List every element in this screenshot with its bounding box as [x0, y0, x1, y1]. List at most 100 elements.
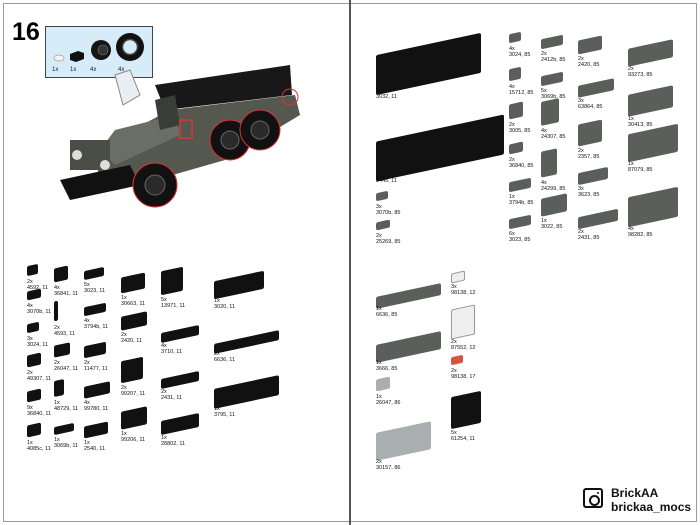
part-number: 3070b, 85	[376, 210, 401, 216]
part-quantity: 1x	[54, 437, 60, 443]
part-image-icon	[541, 98, 559, 126]
part-quantity: 4x	[509, 46, 515, 52]
part-quantity: 1x	[376, 360, 382, 366]
part-number: 15712, 85	[509, 90, 534, 96]
part-quantity: 2x	[84, 360, 90, 366]
part-quantity: 5x	[541, 88, 547, 94]
part-number: 3022, 85	[541, 224, 563, 230]
part-image-icon	[451, 390, 481, 430]
part-number: 63864, 85	[578, 104, 603, 110]
part-number: 3623, 85	[578, 192, 600, 198]
part-quantity: 2x	[541, 51, 547, 57]
part-quantity: 2x	[509, 157, 515, 163]
part-number: 49307, 11	[27, 376, 52, 382]
part-number: 3024, 11	[27, 342, 49, 348]
part-quantity: 2x	[578, 229, 584, 235]
part-number: 3794b, 85	[509, 200, 534, 206]
part-quantity: 5x	[451, 430, 457, 436]
part-number: 3023, 85	[509, 237, 531, 243]
part-number: 98282, 85	[628, 232, 653, 238]
part-quantity: 3x	[578, 98, 584, 104]
part-image-icon	[121, 356, 143, 384]
part-number: 98138, 17	[451, 374, 476, 380]
part-image-icon	[509, 66, 521, 82]
part-quantity: 4x	[84, 400, 90, 406]
part-quantity: 2x	[27, 370, 33, 376]
part-image-icon	[161, 266, 183, 296]
part-number: 3069b, 11	[54, 443, 79, 449]
part-quantity: 1x	[27, 440, 33, 446]
part-quantity: 2x	[161, 389, 167, 395]
part-number: 98138, 12	[451, 290, 476, 296]
part-image-icon	[451, 304, 475, 340]
tire-icon	[116, 33, 144, 61]
callout-qty: 1x	[52, 67, 59, 73]
vehicle-model-illustration	[60, 65, 300, 208]
part-quantity: 1x	[541, 218, 547, 224]
part-quantity: 2x	[121, 332, 127, 338]
brand-name: BrickAA	[611, 486, 659, 500]
wheel-icon	[132, 162, 178, 208]
part-quantity: 1x	[376, 172, 382, 178]
part-number: 30413, 85	[628, 122, 653, 128]
parts-callout: 1x 1x 4x 4x	[45, 26, 153, 78]
part-number: 26047, 11	[54, 366, 79, 372]
part-number: 3005, 85	[509, 128, 531, 134]
part-quantity: 2x	[214, 351, 220, 357]
trans-clear-round-tile-icon	[53, 54, 65, 62]
part-image-icon	[54, 300, 58, 322]
part-image-icon	[509, 101, 523, 120]
part-number: 13971, 11	[161, 303, 186, 309]
part-number: 30663, 11	[121, 301, 146, 307]
part-number: 2540, 11	[84, 446, 106, 452]
part-number: 3795, 11	[214, 412, 236, 418]
part-number: 2431, 85	[578, 235, 600, 241]
part-number: 6636, 85	[376, 312, 398, 318]
part-quantity: 4x	[27, 303, 33, 309]
part-number: 99207, 11	[121, 391, 146, 397]
part-quantity: 1x	[121, 431, 127, 437]
part-quantity: 3x	[578, 186, 584, 192]
part-quantity: 1x	[376, 394, 382, 400]
part-number: 2420, 11	[121, 338, 143, 344]
part-number: 48729, 11	[54, 406, 79, 412]
part-number: 24307, 85	[541, 134, 566, 140]
part-number: 36840, 85	[509, 163, 534, 169]
part-number: 2357, 85	[578, 154, 600, 160]
part-quantity: 2x	[578, 148, 584, 154]
part-number: 36841, 11	[54, 291, 79, 297]
